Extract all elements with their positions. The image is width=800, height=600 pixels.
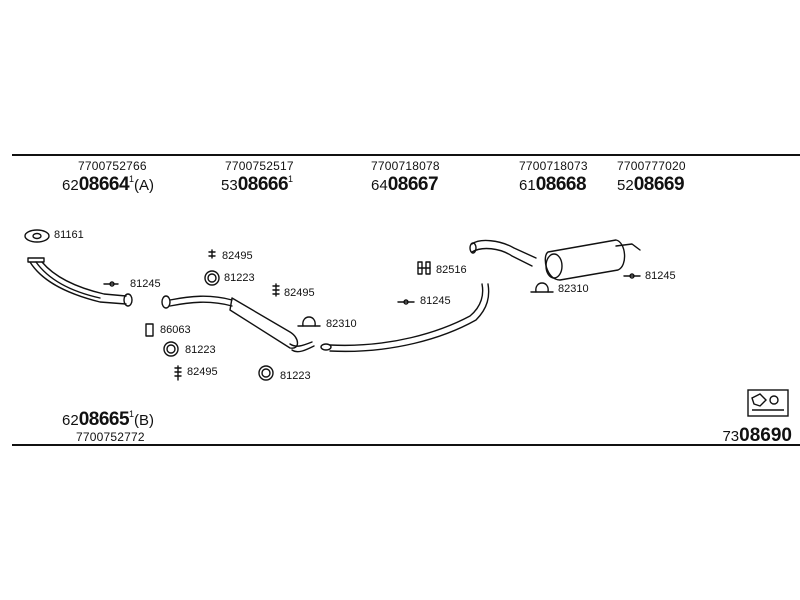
bolt-icon — [623, 273, 641, 279]
label-spring-a[interactable]: 82495 — [222, 250, 253, 262]
kit-reference-code[interactable]: 7308690 — [722, 425, 792, 446]
oem-number: 7700752772 — [76, 430, 145, 444]
part-code: 62086641(A) — [62, 174, 155, 195]
label-ring-c[interactable]: 81223 — [280, 370, 311, 382]
bottom-rule — [12, 444, 800, 446]
part-code: 6408667 — [371, 174, 439, 195]
label-ring-a[interactable]: 81223 — [224, 272, 255, 284]
oem-number: 7700752766 — [78, 159, 147, 173]
label-hanger-center[interactable]: 82516 — [436, 264, 467, 276]
label-bolt-front[interactable]: 81245 — [130, 278, 161, 290]
part-code: 62086651(B) — [62, 409, 155, 430]
rear-pipe-icon — [469, 239, 537, 267]
label-spring-c[interactable]: 82495 — [187, 366, 218, 378]
label-bolt-center[interactable]: 81245 — [420, 295, 451, 307]
rear-muffler-icon — [544, 239, 641, 281]
part-center-pipe[interactable]: 7700718078 6408667 — [371, 160, 440, 194]
hanger-icon — [417, 261, 431, 275]
top-rule — [12, 154, 800, 156]
part-code: 5208669 — [617, 174, 685, 195]
clamp-icon — [530, 282, 554, 293]
part-intermediate-pipe[interactable]: 7700752517 53086661 — [221, 159, 294, 194]
label-gasket-front[interactable]: 81161 — [54, 229, 84, 241]
spring-icon — [272, 283, 280, 297]
oem-number: 7700718073 — [519, 159, 588, 173]
ring-icon — [258, 365, 274, 381]
spring-icon — [208, 249, 216, 259]
label-spring-b[interactable]: 82495 — [284, 287, 315, 299]
ring-icon — [204, 270, 220, 286]
part-code: 6108668 — [519, 174, 587, 195]
label-bolt-rear[interactable]: 81245 — [645, 270, 676, 282]
oem-number: 7700718078 — [371, 159, 440, 173]
oem-number: 7700777020 — [617, 159, 686, 173]
front-pipe-icon — [27, 257, 133, 307]
center-pipe-icon — [320, 283, 490, 353]
part-code: 53086661 — [221, 174, 294, 195]
oem-number: 7700752517 — [225, 159, 294, 173]
part-rear-muffler[interactable]: 7700777020 5208669 — [617, 160, 686, 194]
label-sleeve-left[interactable]: 86063 — [160, 324, 191, 336]
clamp-icon — [297, 316, 321, 327]
part-front-pipe-b[interactable]: 62086651(B) 7700752772 — [62, 409, 155, 444]
label-clamp-rear[interactable]: 82310 — [558, 283, 589, 295]
bolt-icon — [103, 281, 119, 287]
sleeve-icon — [145, 323, 154, 337]
gasket-icon — [24, 229, 50, 243]
part-front-pipe-a[interactable]: 7700752766 62086641(A) — [62, 159, 154, 194]
spring-icon — [174, 365, 182, 381]
label-clamp-center[interactable]: 82310 — [326, 318, 357, 330]
label-ring-b[interactable]: 81223 — [185, 344, 216, 356]
part-rear-pipe[interactable]: 7700718073 6108668 — [519, 160, 588, 194]
ring-icon — [163, 341, 179, 357]
intermediate-pipe-icon — [161, 295, 315, 353]
kit-box-icon — [747, 389, 789, 417]
bolt-icon — [397, 299, 415, 305]
